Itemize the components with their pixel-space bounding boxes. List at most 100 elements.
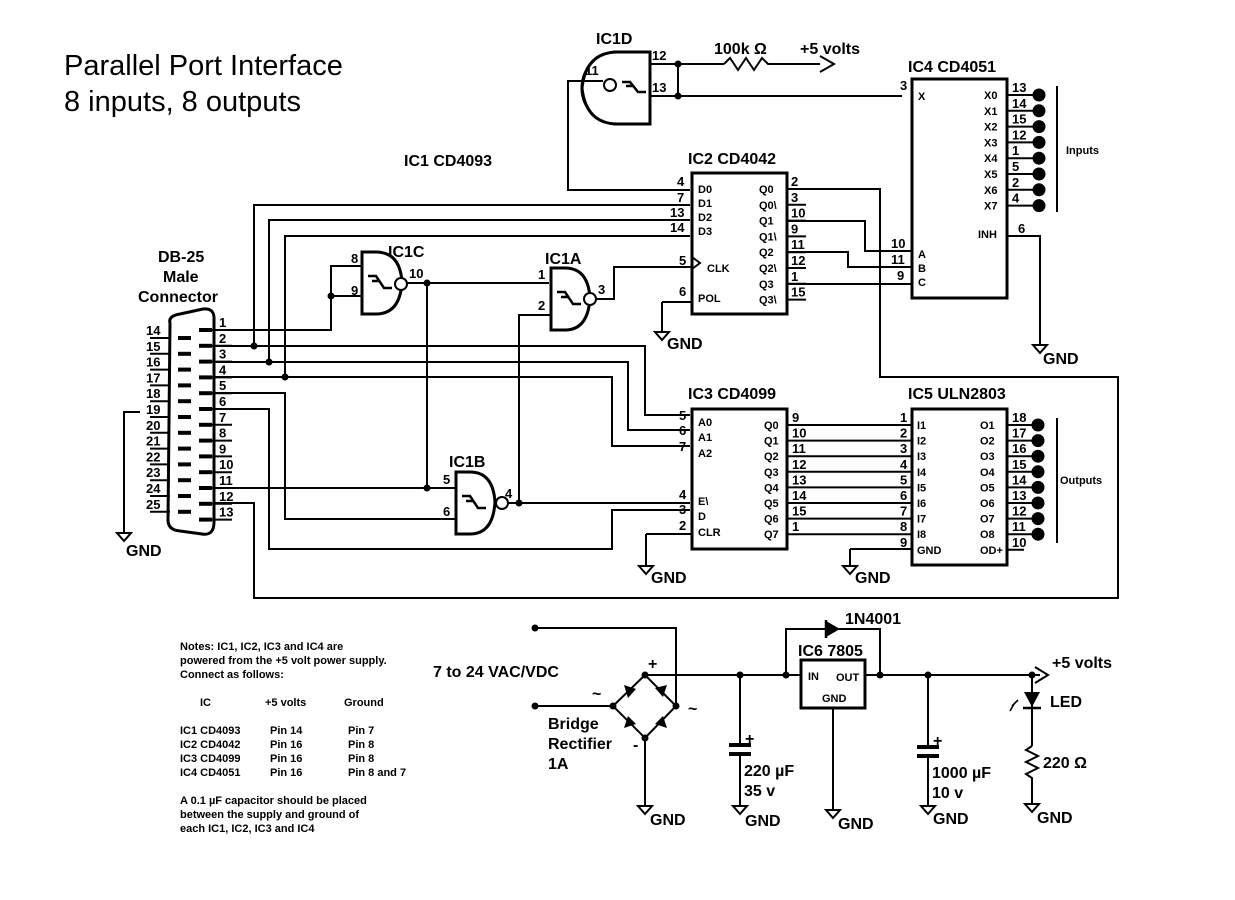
ic2-right-pin: 10 [791,206,805,221]
output-terminal[interactable] [1031,512,1045,526]
notes-cell: Pin 8 and 7 [348,767,406,779]
input-terminal[interactable] [1032,183,1046,197]
input-terminal[interactable] [1032,88,1046,102]
ic5-left-sig: I1 [917,420,926,432]
ic4-right-sig: X7 [984,201,997,213]
notes-cell: IC4 CD4051 [180,767,241,779]
ic5-left-sig: I7 [917,514,926,526]
input-terminal[interactable] [1032,151,1046,165]
notes-line-2: powered from the +5 volt power supply. [180,655,387,667]
ic2-right-pin: 1 [791,269,798,284]
notes-line-1: Notes: IC1, IC2, IC3 and IC4 are [180,641,343,653]
ic5-left-sig: I6 [917,498,926,510]
output-terminal[interactable] [1031,434,1045,448]
ic3-right-pin: 15 [792,504,806,519]
ic5-right-pin: 11 [1012,519,1026,534]
output-terminal[interactable] [1031,449,1045,463]
input-terminal[interactable] [1032,199,1046,213]
ic5-right-pin: 10 [1012,535,1026,550]
db25-right-pin: 2 [219,331,226,346]
ground-icon [114,532,134,543]
ic3-left-pin: 5 [679,408,686,423]
gate-ic1d: IC1D 12 13 11 [580,31,666,126]
ic2-pin-7: 7 [677,190,684,205]
ic2-right-pin: 9 [791,221,798,236]
db25-right-pin: 1 [219,315,226,330]
notes-header-ground: Ground [344,697,384,709]
db25-left-pin: 16 [146,355,160,370]
db25-left-pin: 20 [146,418,160,433]
ic3-right-pin: 10 [792,426,806,441]
ic4-sig-x: X [918,91,926,103]
ic4-right-sig: X1 [984,106,997,118]
ic3-left-pin: 2 [679,518,686,533]
db25-right-pin: 11 [219,473,233,488]
ground-icon [635,805,655,816]
db25-left-pin: 24 [146,481,161,496]
ic2-right-sig: Q0 [759,184,774,196]
output-terminal[interactable] [1031,527,1045,541]
ic1a-name: IC1A [545,251,582,268]
ic4-sig-b: B [918,263,926,275]
ic3-right-pin: 1 [792,519,799,534]
ic3-left-sig: A1 [698,432,712,444]
ic3-left-pin: 3 [679,502,686,517]
ic2-sig-clk: CLK [707,263,730,275]
db25-right-pin: 6 [219,394,226,409]
ic5-right-sig: O3 [980,451,995,463]
ic3-right-sig: Q0 [764,420,779,432]
notes-cell: Pin 14 [270,725,303,737]
input-terminal[interactable] [1032,120,1046,134]
output-terminal[interactable] [1031,480,1045,494]
input-terminal[interactable] [1032,135,1046,149]
ic5-left-sig: I4 [917,467,927,479]
resistor-220 [1023,745,1041,804]
output-terminal[interactable] [1031,418,1045,432]
notes-cell: IC2 CD4042 [180,739,241,751]
notes-cell: Pin 8 [348,739,374,751]
input-terminal[interactable] [1032,167,1046,181]
output-terminal[interactable] [1031,465,1045,479]
ic4-right-pin: 12 [1012,127,1026,142]
capacitor-c2 [917,745,939,758]
c2-voltage: 10 v [932,785,963,802]
db25-left-pin: 23 [146,465,160,480]
ic4-right-sig: X4 [984,153,998,165]
notes-cell: Pin 8 [348,753,374,765]
pullup-supply-label: +5 volts [800,41,860,58]
ic4-right-pin: 5 [1012,159,1019,174]
power-output-label: +5 volts [1052,655,1112,672]
ic2-right-pin: 15 [791,285,805,300]
bridge-minus: - [633,737,638,754]
output-terminal[interactable] [1031,496,1045,510]
ic2-pin-14: 14 [670,220,685,235]
ic5-right-sig: O6 [980,498,995,510]
ground-icon [652,331,672,342]
ic3-right-sig: Q6 [764,514,779,526]
db25-left-pin: 22 [146,449,160,464]
ic1-label: IC1 CD4093 [404,153,492,170]
ic3-right-sig: Q3 [764,467,779,479]
pullup-resistor-value: 100k Ω [714,41,767,58]
regulator-7805 [799,658,867,710]
ic2-right-sig: Q2 [759,247,774,259]
db25-right-pin: 10 [219,457,233,472]
db25-left-pin: 18 [146,386,160,401]
ic2-right-sig: Q1\ [759,231,777,243]
notes-cell: Pin 16 [270,753,302,765]
gate-ic1b: IC1B 5 6 4 [443,454,513,536]
notes-block: Notes: IC1, IC2, IC3 and IC4 are powered… [180,641,406,835]
ic4-right-pin: 4 [1012,191,1020,206]
ic5-gnd-label: GND [855,570,891,587]
ic5-right-sig: O2 [980,436,995,448]
ic4-right-sig: X2 [984,122,997,134]
db25-right-pin: 8 [219,426,226,441]
db25-gnd-label: GND [126,543,162,560]
ic4-sig-inh: INH [978,229,997,241]
ic4-sig-c: C [918,277,926,289]
ic5-right-sig: O1 [980,420,995,432]
input-terminal[interactable] [1032,104,1046,118]
ic2-right-sig: Q1 [759,216,774,228]
ic5-right-pin: 14 [1012,472,1027,487]
